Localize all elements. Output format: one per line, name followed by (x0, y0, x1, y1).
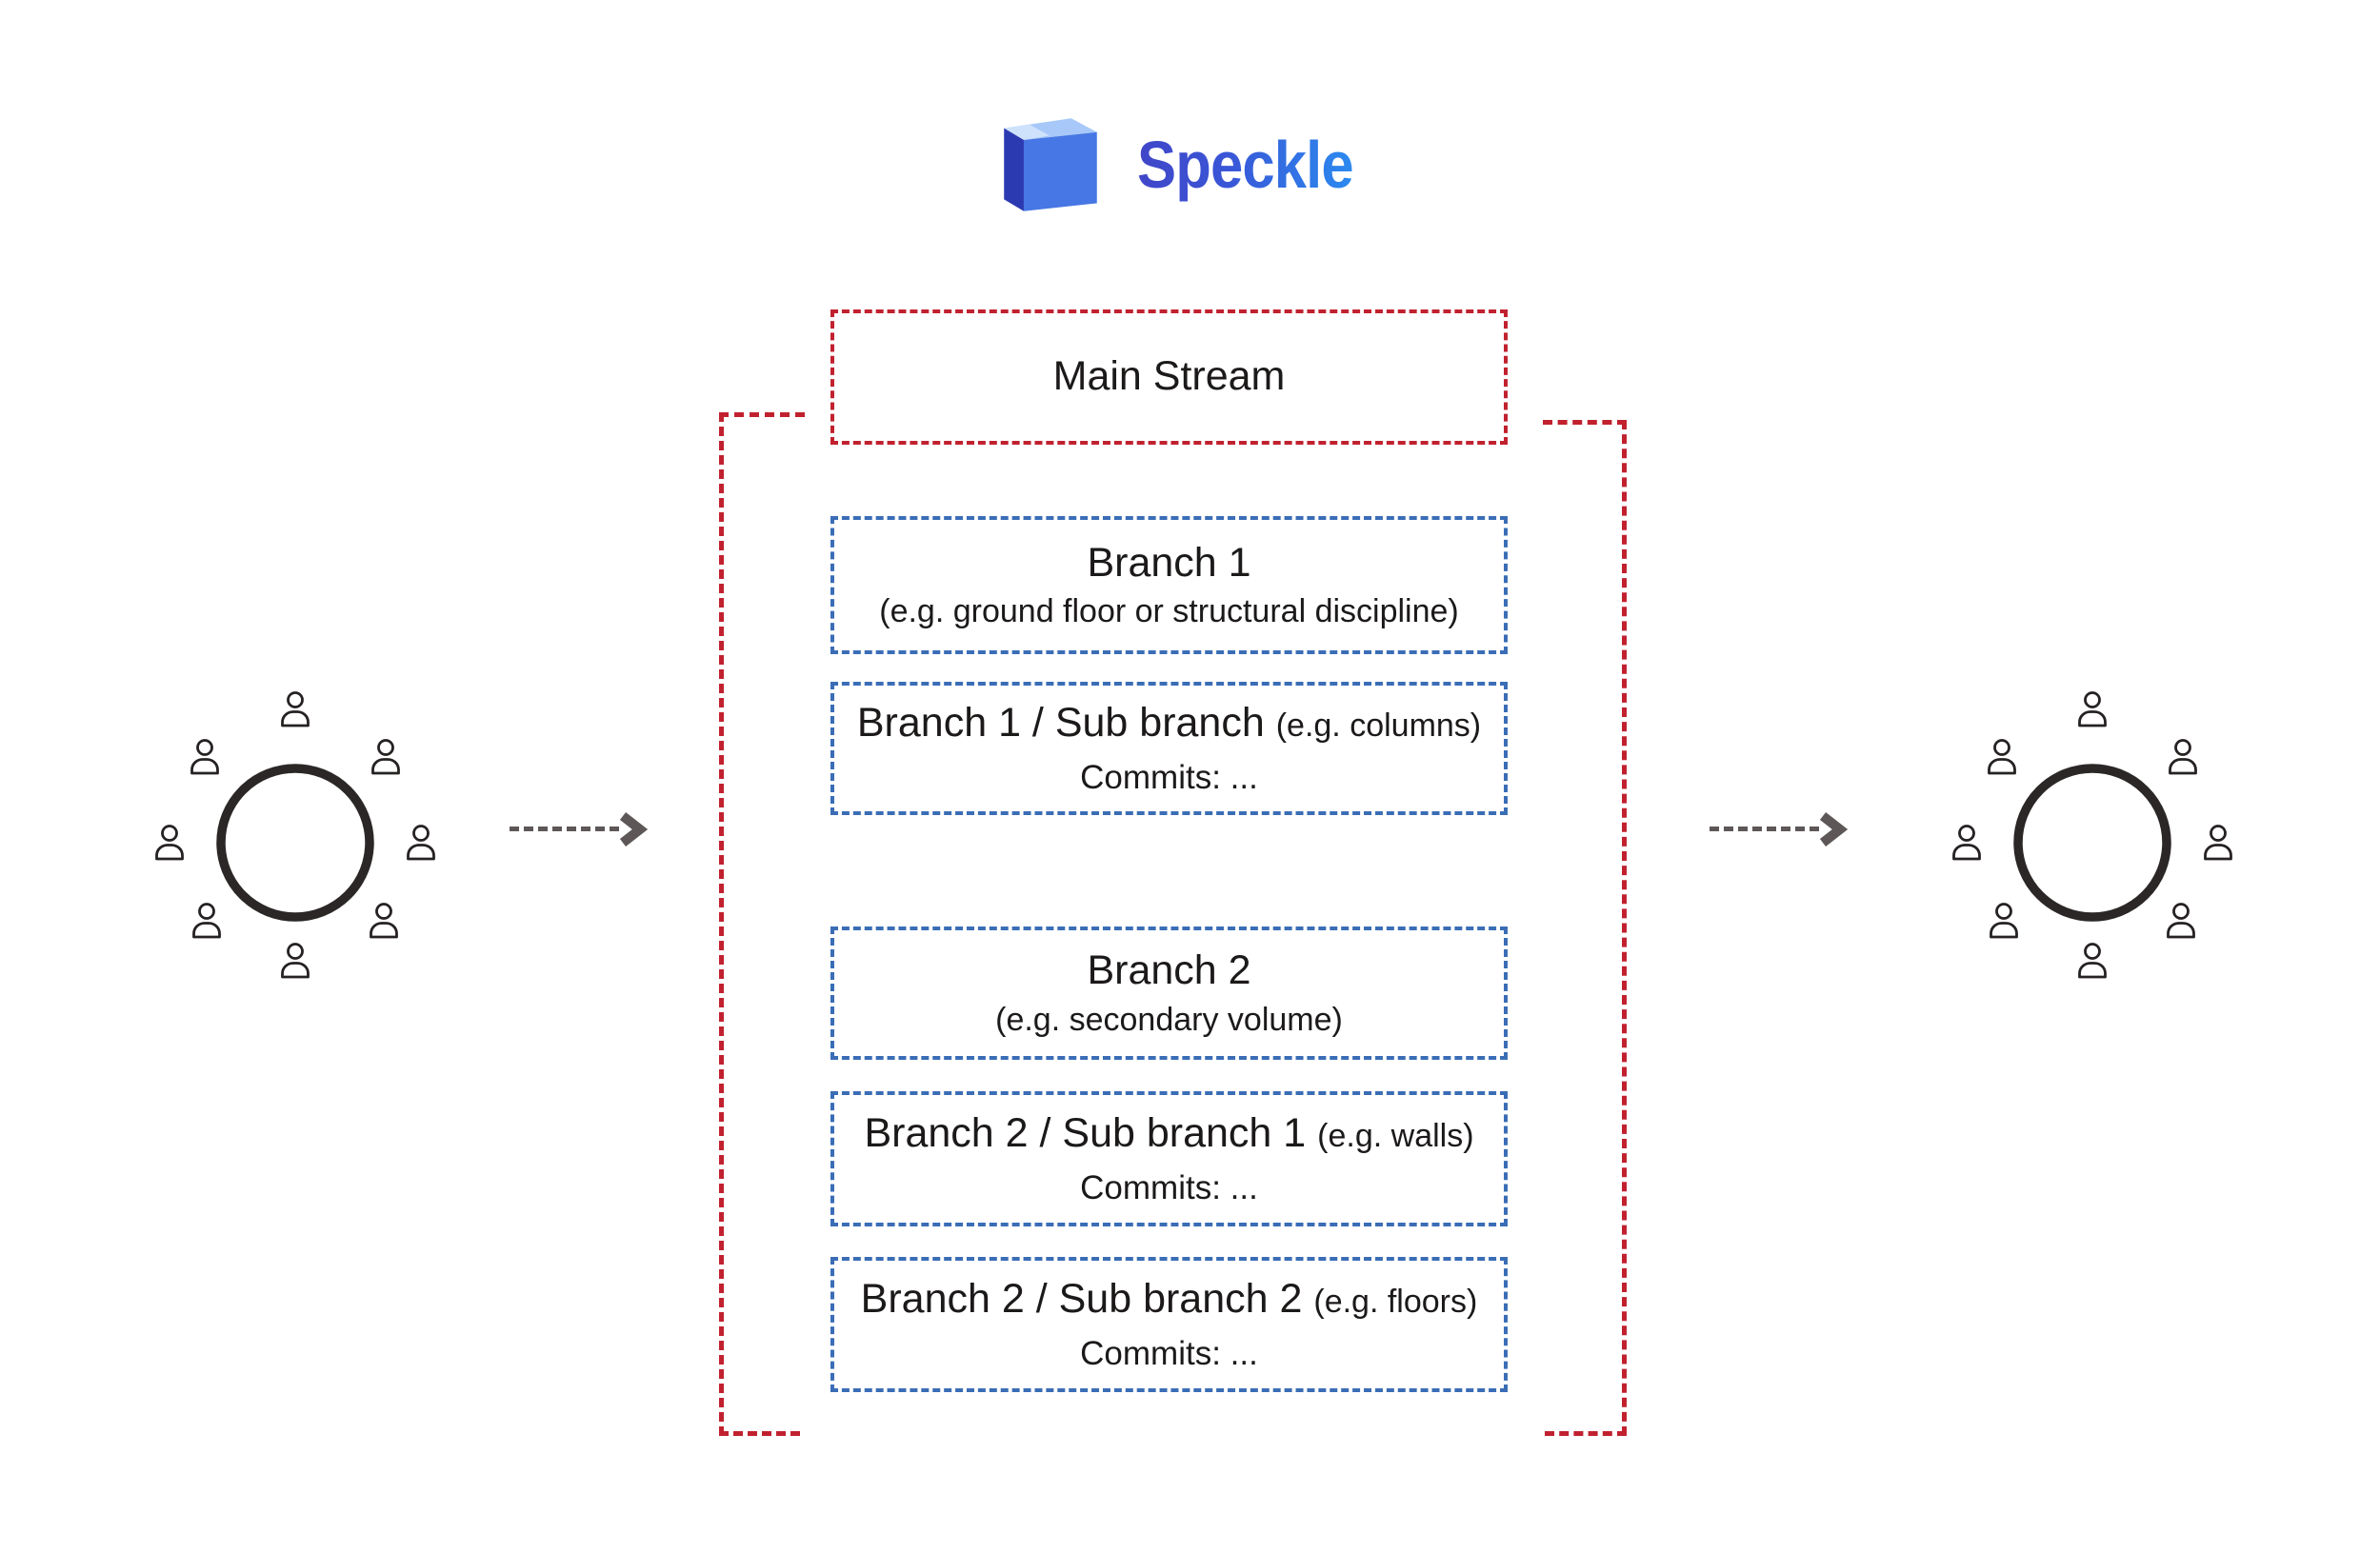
person-icon (155, 825, 184, 861)
speckle-cube-icon (1004, 118, 1097, 211)
person-icon (2169, 739, 2197, 775)
branch-inline-note: (e.g. walls) (1317, 1118, 1474, 1155)
stream-bracket-left-bottom (719, 1431, 800, 1436)
branch2-subbranch1-box: Branch 2 / Sub branch 1 (e.g. walls) Com… (830, 1091, 1508, 1226)
person-icon (1988, 739, 2016, 775)
branch-subtitle: (e.g. secondary volume) (995, 1001, 1343, 1038)
user-group-left (114, 662, 476, 1024)
flow-arrow-left-head-icon (619, 812, 649, 847)
person-icon (1990, 903, 2018, 939)
branch-title: Branch 2 (1087, 947, 1251, 994)
flow-arrow-right-head-icon (1819, 812, 1849, 847)
branch1-subbranch-box: Branch 1 / Sub branch (e.g. columns) Com… (830, 682, 1508, 815)
brand-wordmark: Speckle (1137, 112, 1354, 217)
branch-title: Branch 1 (1087, 539, 1251, 586)
stream-bracket-right-top (1543, 420, 1627, 425)
branch-subtitle: (e.g. ground floor or structural discipl… (879, 593, 1459, 630)
branch-inline-note: (e.g. columns) (1275, 707, 1482, 745)
branch-title: Branch 2 / Sub branch 2 (e.g. floors) (860, 1276, 1478, 1323)
person-icon (2167, 903, 2195, 939)
branch-title: Branch 1 / Sub branch (e.g. columns) (856, 700, 1482, 747)
branch-inline-note: (e.g. floors) (1313, 1284, 1478, 1321)
flow-arrow-left-line (510, 827, 619, 831)
commits-label: Commits: ... (1080, 758, 1258, 796)
stream-bracket-left (719, 412, 724, 1436)
main-stream-box: Main Stream (830, 309, 1508, 445)
person-icon (2078, 943, 2107, 979)
stream-bracket-left-top (719, 412, 805, 417)
team-circle-icon (2013, 764, 2171, 922)
person-icon (2078, 691, 2107, 727)
person-icon (2204, 825, 2232, 861)
branch2-subbranch2-box: Branch 2 / Sub branch 2 (e.g. floors) Co… (830, 1257, 1508, 1392)
person-icon (190, 739, 219, 775)
branch-title: Branch 2 / Sub branch 1 (e.g. walls) (864, 1110, 1474, 1157)
user-group-right (1911, 662, 2273, 1024)
person-icon (192, 903, 221, 939)
branch1-box: Branch 1 (e.g. ground floor or structura… (830, 516, 1508, 654)
main-stream-label: Main Stream (1052, 353, 1286, 400)
stream-bracket-right-bottom (1545, 1431, 1627, 1436)
commits-label: Commits: ... (1080, 1168, 1258, 1206)
person-icon (371, 739, 400, 775)
person-icon (1952, 825, 1981, 861)
stream-bracket-right (1622, 420, 1627, 1436)
flow-arrow-right-line (1710, 827, 1819, 831)
branch2-box: Branch 2 (e.g. secondary volume) (830, 926, 1508, 1060)
person-icon (407, 825, 435, 861)
person-icon (281, 943, 310, 979)
person-icon (281, 691, 310, 727)
person-icon (370, 903, 398, 939)
speckle-logo: Speckle (998, 112, 1383, 217)
commits-label: Commits: ... (1080, 1334, 1258, 1372)
team-circle-icon (216, 764, 374, 922)
